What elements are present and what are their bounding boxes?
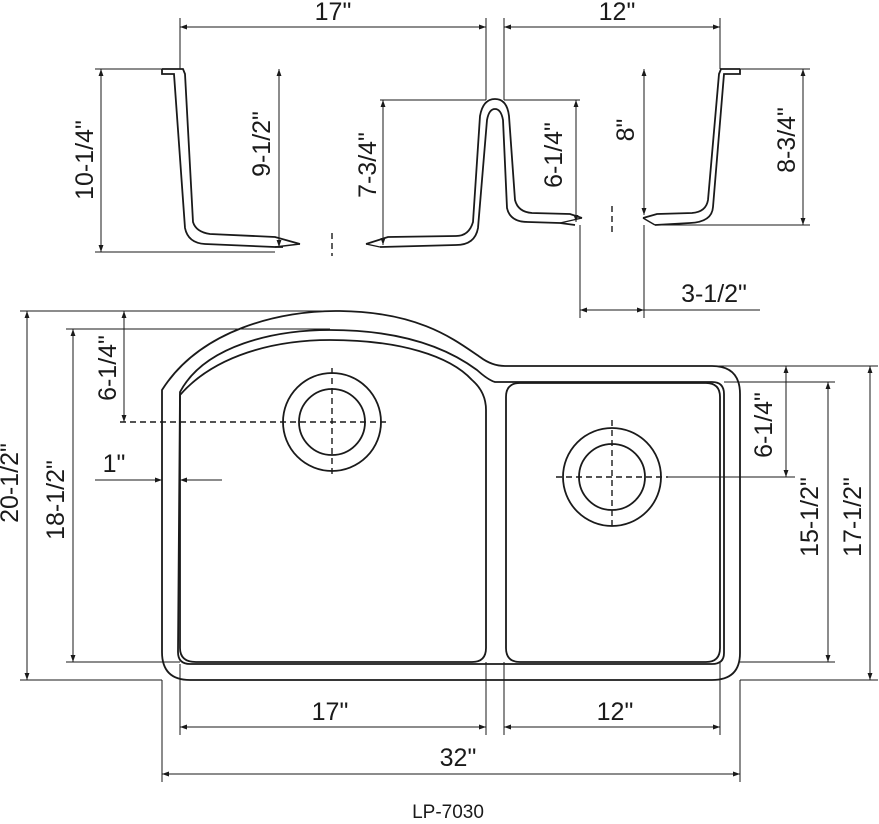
model-caption: LP-7030 bbox=[412, 802, 484, 823]
label-small-drain-offset: 6-1/4" bbox=[750, 392, 778, 458]
section-profile-outer bbox=[162, 68, 740, 245]
label-bottom-small-width: 12" bbox=[597, 698, 634, 726]
large-bowl-outline bbox=[179, 339, 487, 663]
label-bottom-large-width: 17" bbox=[312, 698, 349, 726]
section-view: 17" 12" 10-1/4" 9-1/2" 7-3/4" 6-1/4" 8" … bbox=[71, 0, 810, 318]
sink-inner-rim bbox=[177, 329, 725, 665]
label-total-depth-right: 8-3/4" bbox=[773, 107, 801, 173]
label-divider-height: 7-3/4" bbox=[354, 132, 382, 198]
label-drain-offset: 3-1/2" bbox=[681, 280, 747, 308]
label-overall-depth: 20-1/2" bbox=[0, 443, 24, 523]
plan-view: 20-1/2" 18-1/2" 6-1/4" 1" 6-1/4" 15-1/2"… bbox=[0, 310, 878, 782]
label-top-small-width: 12" bbox=[599, 0, 636, 26]
label-overall-width: 32" bbox=[440, 744, 477, 772]
label-rim-width: 1" bbox=[103, 450, 126, 478]
label-large-bowl-depth: 18-1/2" bbox=[42, 460, 70, 540]
label-total-depth-left: 10-1/4" bbox=[71, 120, 99, 200]
label-small-bowl-depth: 15-1/2" bbox=[796, 477, 824, 557]
section-profile-inner bbox=[161, 69, 741, 248]
small-bowl-drain bbox=[556, 420, 668, 530]
label-large-drain-offset: 6-1/4" bbox=[94, 335, 122, 401]
label-small-divider-depth: 6-1/4" bbox=[540, 122, 568, 188]
large-bowl-drain bbox=[120, 368, 390, 476]
label-top-large-width: 17" bbox=[315, 0, 352, 26]
label-right-overall-depth: 17-1/2" bbox=[839, 477, 867, 557]
label-large-inner-depth: 9-1/2" bbox=[248, 111, 276, 177]
small-bowl-outline bbox=[505, 382, 721, 663]
sink-outer-rim bbox=[161, 310, 741, 681]
label-small-inner-depth: 8" bbox=[612, 119, 640, 142]
